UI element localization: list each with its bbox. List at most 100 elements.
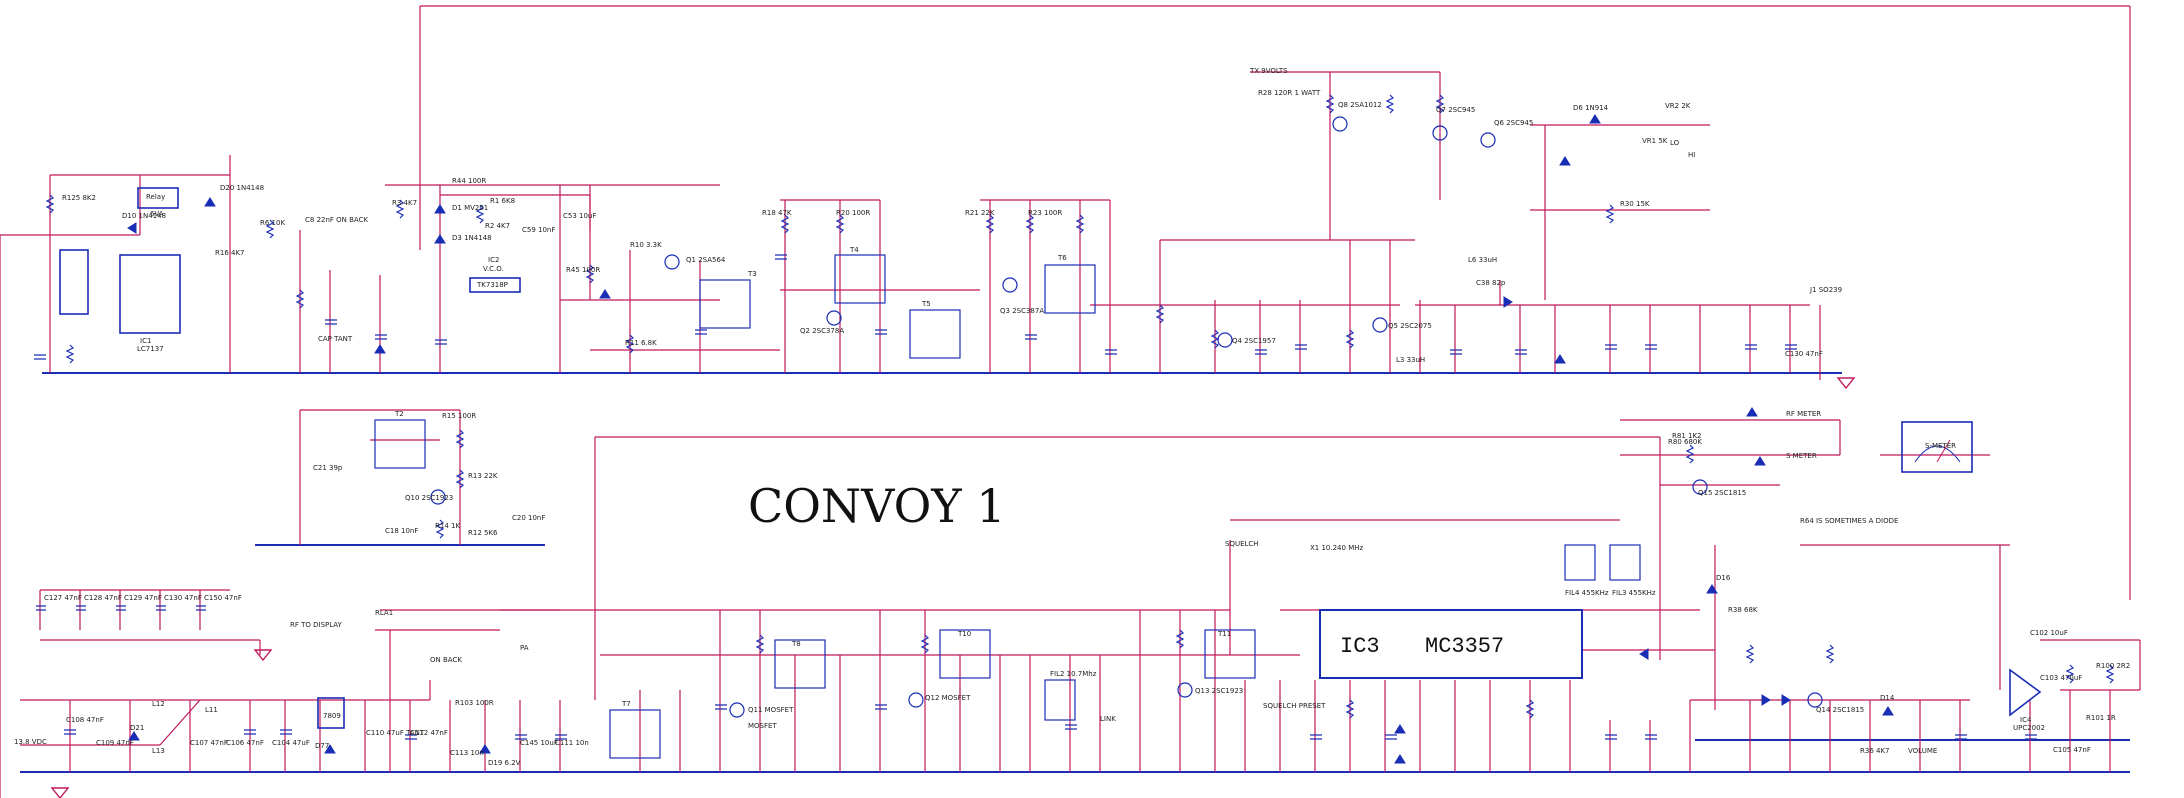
component-label: R11 6.8K	[625, 339, 657, 347]
ic1-part: LC7137	[137, 345, 164, 353]
component-label: C106 47nF	[226, 739, 264, 747]
component-label: C110 47uF TANT	[366, 729, 425, 737]
component-label: C107 47nF	[190, 739, 228, 747]
component-label: C8 22nF ON BACK	[305, 216, 368, 224]
component-label: R20 100R	[836, 209, 870, 217]
transformer-blocks	[374, 254, 1641, 759]
component-label: C105 47nF	[2053, 746, 2091, 754]
component-label: C145 10uF	[520, 739, 558, 747]
component-label: C113 10n	[450, 749, 484, 757]
component-label: D20 1N4148	[220, 184, 264, 192]
ic3-block: IC3 MC3357	[1319, 609, 1583, 679]
component-label: Q11 MOSFET	[748, 706, 794, 714]
component-labels: R125 8K2 D10 1N4148 R16 4K7 R6 10K D20 1…	[44, 89, 2130, 767]
tx-9volts-label: TX 9VOLTS	[1249, 67, 1288, 75]
component-label: L12	[152, 700, 165, 708]
component-label: 7809	[323, 712, 341, 720]
component-label: R28 120R 1 WATT	[1258, 89, 1321, 97]
relay-block: Relay 6VA	[137, 187, 179, 218]
component-label: X1 10.240 MHz	[1310, 544, 1363, 552]
component-label: C21 39p	[313, 464, 343, 472]
component-label: R125 8K2	[62, 194, 96, 202]
component-label: T8	[791, 640, 801, 648]
component-label: C109 47nF	[96, 739, 134, 747]
component-label: R14 1K	[435, 522, 460, 530]
component-label: VR1 5K	[1642, 137, 1668, 145]
component-label: D3 1N4148	[452, 234, 492, 242]
transistor-symbols	[430, 116, 1823, 718]
component-label: Q4 2SC1957	[1232, 337, 1276, 345]
s-meter: S-METER	[1901, 421, 1973, 473]
component-label: R16 4K7	[215, 249, 245, 257]
component-label: FIL3 455KHz	[1612, 589, 1656, 597]
ic2-part: V.C.O.	[483, 265, 504, 273]
component-label: L13	[152, 747, 165, 755]
component-label: R36 4K7	[1860, 747, 1890, 755]
pa-label: PA	[520, 644, 529, 652]
component-label: T6	[1057, 254, 1067, 262]
ic3-ref: IC3	[1340, 634, 1380, 659]
component-label: J1 SO239	[1809, 286, 1842, 294]
ground-symbols	[50, 377, 1856, 798]
component-label: R21 22K	[965, 209, 995, 217]
supply-label: 13.8 VDC	[14, 738, 47, 746]
component-label: C150 47nF	[204, 594, 242, 602]
component-label: Q6 2SC945	[1494, 119, 1533, 127]
component-label: R103 100R	[455, 699, 494, 707]
component-label: D77	[315, 742, 329, 750]
component-label: R81 1K2	[1672, 432, 1702, 440]
component-label: T10	[957, 630, 971, 638]
lo-label: LO	[1670, 139, 1680, 147]
component-label: T7	[621, 700, 631, 708]
component-label: T3	[747, 270, 757, 278]
component-label: R45 100R	[566, 266, 600, 274]
ic3-part: MC3357	[1425, 634, 1504, 659]
component-label: C103 470uF	[2040, 674, 2082, 682]
component-label: C59 10nF	[522, 226, 555, 234]
volume-label: VOLUME	[1908, 747, 1937, 755]
component-label: C129 47nF	[124, 594, 162, 602]
component-label: Q14 2SC1815	[1816, 706, 1864, 714]
component-label: T4	[849, 246, 859, 254]
component-label: T2	[394, 410, 404, 418]
component-label: D21	[130, 724, 144, 732]
component-label: R12 5K6	[468, 529, 498, 537]
ic1-block: IC1 LC7137	[59, 249, 181, 353]
component-label: L11	[205, 706, 218, 714]
component-label: R80 680K	[1668, 438, 1702, 446]
component-label: R23 100R	[1028, 209, 1062, 217]
ground-rails	[20, 372, 2130, 773]
component-label: L3 33uH	[1396, 356, 1425, 364]
component-label: T5	[921, 300, 931, 308]
component-label: R1 6K8	[490, 197, 515, 205]
component-label: R30 15K	[1620, 200, 1650, 208]
signal-wires	[0, 5, 2141, 798]
ic4-part: UPC2002	[2013, 724, 2045, 732]
component-label: D10 1N4148	[122, 212, 166, 220]
component-label: C111 10n	[555, 739, 589, 747]
relay-rating: 6VA	[150, 210, 164, 218]
component-label: FIL2 10.7Mhz	[1050, 670, 1097, 678]
component-label: C128 47nF	[84, 594, 122, 602]
ic4-ref: IC4	[2020, 716, 2032, 724]
component-label: C112 47nF	[410, 729, 448, 737]
component-label: FIL4 455KHz	[1565, 589, 1609, 597]
component-label: Q1 2SA564	[686, 256, 726, 264]
rf-to-display-label: RF TO DISPLAY	[290, 621, 343, 629]
meter-label: S-METER	[1925, 442, 1956, 450]
component-label: Q2 2SC378A	[800, 327, 844, 335]
component-label: D6 1N914	[1573, 104, 1609, 112]
component-label: Q15 2SC1815	[1698, 489, 1746, 497]
mosfet-label: MOSFET	[748, 722, 777, 730]
squelch-label: SQUELCH	[1225, 540, 1259, 548]
component-label: VR2 2K	[1665, 102, 1691, 110]
component-label: R6 10K	[260, 219, 285, 227]
component-label: R13 22K	[468, 472, 498, 480]
component-label: R18 47K	[762, 209, 792, 217]
diode-symbols	[127, 114, 1894, 764]
on-back-label: ON BACK	[430, 656, 462, 664]
component-label: C130 47nF	[1785, 350, 1823, 358]
component-label: C102 10uF	[2030, 629, 2068, 637]
component-label: L6 33uH	[1468, 256, 1497, 264]
component-label: Q13 2SC1923	[1195, 687, 1243, 695]
